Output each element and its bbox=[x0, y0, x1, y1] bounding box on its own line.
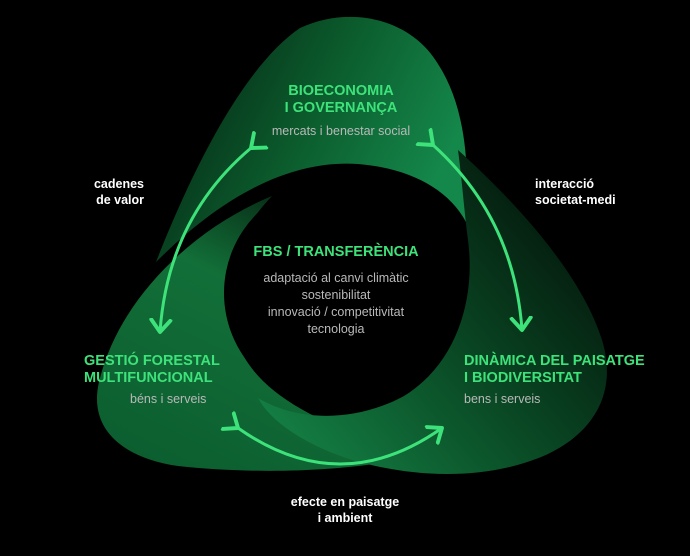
arrow-bottom-double bbox=[238, 428, 442, 466]
center-title: FBS / TRANSFERÈNCIA bbox=[253, 244, 419, 260]
connector-right-line2: societat-medi bbox=[535, 193, 616, 207]
node-right-subtitle: bens i serveis bbox=[464, 392, 541, 406]
center-line-4: tecnologia bbox=[307, 322, 365, 336]
petal-top bbox=[156, 16, 468, 262]
connector-left-line2: de valor bbox=[96, 193, 144, 207]
center-line-1: adaptació al canvi climàtic bbox=[263, 271, 409, 285]
connector-bottom-label: efecte en paisatge i ambient bbox=[270, 494, 420, 526]
arrow-left-double bbox=[160, 148, 251, 332]
connector-bottom-line1: efecte en paisatge bbox=[290, 495, 400, 509]
connector-left-label: cadenes de valor bbox=[64, 176, 144, 208]
node-top-title: BIOECONOMIA I GOVERNANÇA bbox=[248, 83, 434, 117]
node-top-title-line1: BIOECONOMIA bbox=[288, 83, 394, 99]
node-top-subtitle: mercats i benestar social bbox=[271, 124, 411, 138]
node-left-title: GESTIÓ FORESTAL MULTIFUNCIONAL bbox=[84, 353, 220, 387]
arrow-right-double bbox=[433, 145, 522, 330]
node-top-title-line2: I GOVERNANÇA bbox=[284, 100, 398, 116]
center-line-2: sostenibilitat bbox=[301, 288, 371, 302]
center-disc bbox=[224, 181, 448, 405]
node-left-title-line2: MULTIFUNCIONAL bbox=[84, 370, 213, 386]
node-left-subtitle: béns i serveis bbox=[130, 392, 207, 406]
node-right-title-line2: I BIODIVERSITAT bbox=[464, 370, 582, 386]
connector-right-label: interacció societat-medi bbox=[535, 176, 616, 208]
node-left-title-line1: GESTIÓ FORESTAL bbox=[84, 353, 220, 369]
center-line-3: innovació / competitivitat bbox=[267, 305, 405, 319]
connector-left-line1: cadenes bbox=[93, 177, 144, 191]
center-lines: adaptació al canvi climàtic sostenibilit… bbox=[236, 270, 436, 338]
connector-bottom-line2: i ambient bbox=[317, 511, 373, 525]
node-right-title: DINÀMICA DEL PAISATGE I BIODIVERSITAT bbox=[464, 353, 645, 387]
connector-right-line1: interacció bbox=[535, 177, 595, 191]
node-right-title-line1: DINÀMICA DEL PAISATGE bbox=[464, 353, 645, 369]
